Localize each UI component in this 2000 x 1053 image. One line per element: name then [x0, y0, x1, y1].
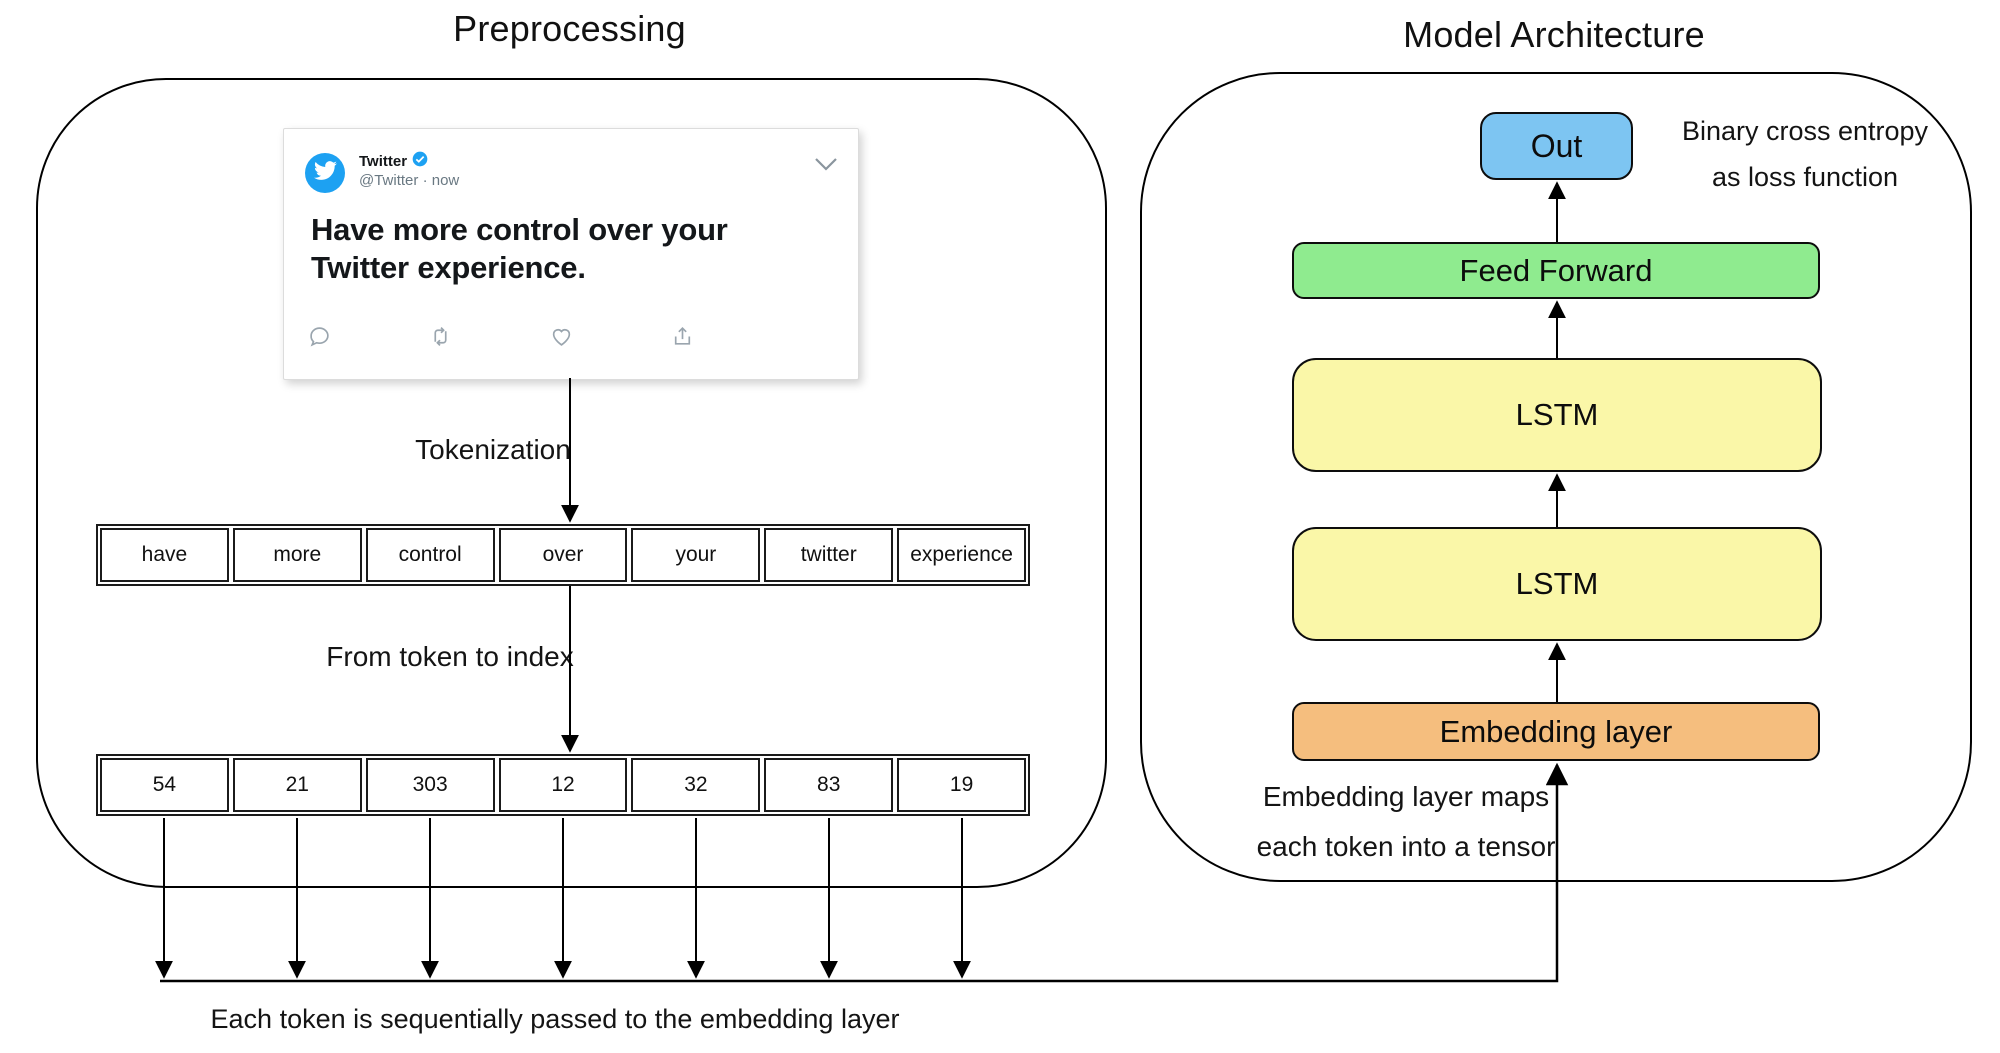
token-cell: twitter [764, 528, 894, 582]
token-cell: have [100, 528, 229, 582]
account-handle: @Twitter · now [359, 172, 460, 189]
twitter-logo-icon [313, 159, 337, 187]
token-cell: your [631, 528, 761, 582]
lstm-box-top: LSTM [1292, 358, 1822, 472]
verified-badge-icon [412, 151, 428, 172]
tokenization-label: Tokenization [415, 434, 571, 465]
index-row: 54 21 303 12 32 83 19 [96, 754, 1030, 816]
embedding-note-line2: each token into a tensor [1256, 831, 1556, 862]
reply-icon [308, 325, 331, 348]
retweet-icon [429, 325, 452, 348]
preprocessing-title: Preprocessing [453, 8, 686, 49]
embedding-note-line1: Embedding layer maps [1262, 781, 1550, 812]
share-icon [671, 325, 694, 348]
lstm-box-bottom: LSTM [1292, 527, 1822, 641]
like-icon [550, 325, 573, 348]
token-to-index-label: From token to index [326, 641, 574, 672]
feed-forward-box: Feed Forward [1292, 242, 1820, 299]
tweet-text: Have more control over your Twitter expe… [311, 212, 728, 285]
model-architecture-title: Model Architecture [1403, 14, 1705, 55]
tweet-card: Twitter @Twitter · now Have more control… [283, 128, 859, 380]
embedding-layer-box: Embedding layer [1292, 702, 1820, 761]
token-cell: experience [897, 528, 1027, 582]
embedding-note: Embedding layer maps each token into a t… [1150, 772, 1662, 872]
token-cell: more [232, 528, 362, 582]
account-name: Twitter [359, 153, 408, 170]
token-cell: over [498, 528, 628, 582]
bottom-caption: Each token is sequentially passed to the… [210, 1004, 900, 1034]
index-cell: 83 [764, 758, 894, 812]
token-row: have more control over your twitter expe… [96, 524, 1030, 586]
index-cell: 19 [897, 758, 1027, 812]
out-box: Out [1480, 112, 1633, 180]
index-cell: 32 [631, 758, 761, 812]
index-cell: 12 [498, 758, 628, 812]
tweet-actions [308, 325, 694, 348]
token-cell: control [365, 528, 495, 582]
chevron-down-icon [814, 157, 838, 177]
index-cell: 21 [232, 758, 362, 812]
loss-function-note: Binary cross entropy as loss function [1655, 108, 1955, 200]
index-cell: 303 [365, 758, 495, 812]
index-cell: 54 [100, 758, 229, 812]
avatar [305, 153, 345, 193]
loss-note-line2: as loss function [1711, 162, 1899, 192]
loss-note-line1: Binary cross entropy [1681, 116, 1929, 146]
